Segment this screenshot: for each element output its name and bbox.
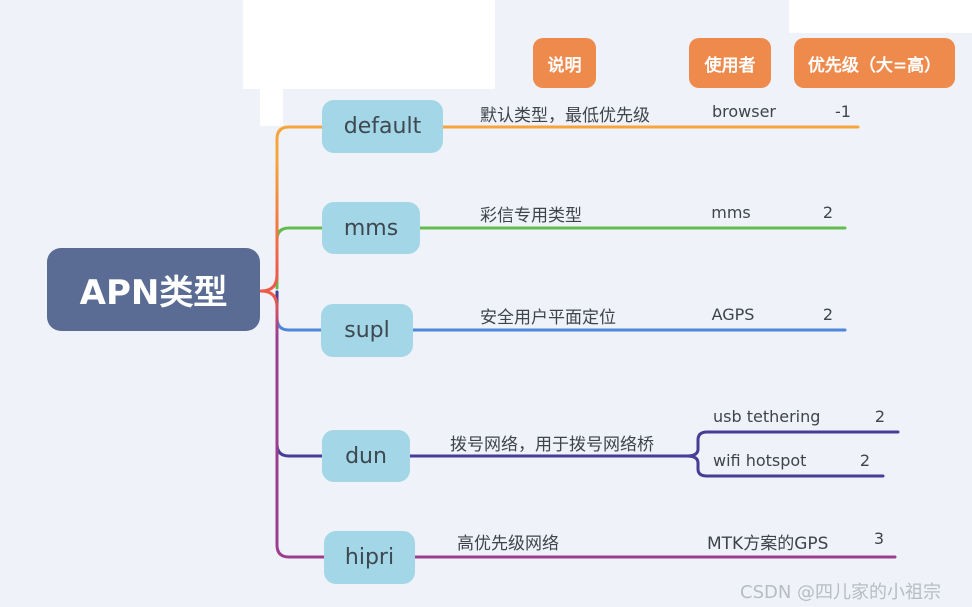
supl-priority[interactable]: 2 <box>822 305 834 324</box>
node-dun[interactable]: dun <box>322 430 410 482</box>
default-priority[interactable]: -1 <box>835 102 851 121</box>
mms-description[interactable]: 彩信专用类型 <box>480 206 582 226</box>
csdn-watermark: CSDN @四儿家的小祖宗 <box>740 582 942 603</box>
hipri-user[interactable]: MTK方案的GPS <box>707 534 829 554</box>
column-header-description[interactable]: 说明 <box>533 38 596 88</box>
background-patch <box>260 89 283 126</box>
node-mms[interactable]: mms <box>322 202 420 254</box>
column-header-priority[interactable]: 优先级（大=高） <box>794 38 955 88</box>
background-patch <box>789 0 972 33</box>
mms-priority[interactable]: 2 <box>822 203 834 222</box>
dun-description[interactable]: 拨号网络，用于拨号网络桥 <box>450 435 654 455</box>
default-user[interactable]: browser <box>711 102 776 121</box>
supl-user[interactable]: AGPS <box>711 305 755 324</box>
node-hipri[interactable]: hipri <box>324 531 415 584</box>
hipri-description[interactable]: 高优先级网络 <box>457 534 559 554</box>
background-patch <box>243 0 495 89</box>
supl-description[interactable]: 安全用户平面定位 <box>480 308 616 328</box>
node-default[interactable]: default <box>322 100 443 153</box>
hipri-priority[interactable]: 3 <box>873 529 885 548</box>
dun-child-wifi-hotspot[interactable]: wifi hotspot <box>713 451 807 470</box>
mms-user[interactable]: mms <box>711 203 751 222</box>
column-header-user[interactable]: 使用者 <box>689 38 771 88</box>
root-node-apn-type[interactable]: APN类型 <box>47 248 260 331</box>
default-description[interactable]: 默认类型，最低优先级 <box>480 106 650 126</box>
dun-child-usb-tethering[interactable]: usb tethering <box>713 407 821 426</box>
dun-child-usb-tethering-priority[interactable]: 2 <box>874 407 886 426</box>
dun-child-wifi-hotspot-priority[interactable]: 2 <box>859 451 871 470</box>
node-supl[interactable]: supl <box>321 304 413 357</box>
